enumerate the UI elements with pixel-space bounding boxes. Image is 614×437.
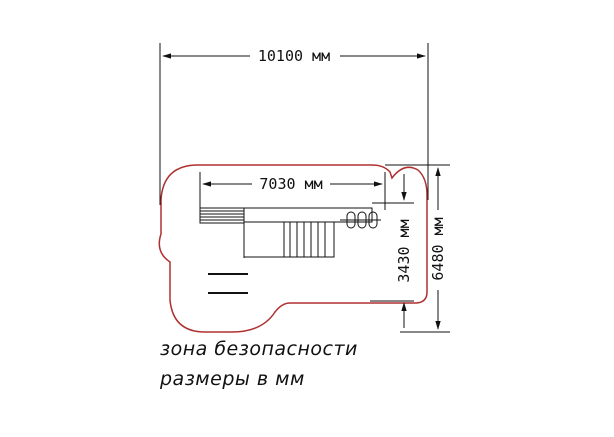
- overall-width-label: 10100 мм: [258, 47, 330, 65]
- units-caption: размеры в мм: [160, 368, 305, 390]
- structure-width-label: 7030 мм: [259, 175, 322, 193]
- ring-elements: [340, 211, 381, 229]
- safety-zone-outline: [158, 164, 428, 333]
- playground-equipment: [199, 207, 381, 294]
- overall-depth-label: 6480 мм: [429, 217, 447, 280]
- ladder: [283, 221, 335, 258]
- structure-depth-label: 3430 мм: [395, 219, 413, 282]
- safety-zone-caption: зона безопасности: [160, 338, 358, 360]
- platform-block: [199, 207, 245, 224]
